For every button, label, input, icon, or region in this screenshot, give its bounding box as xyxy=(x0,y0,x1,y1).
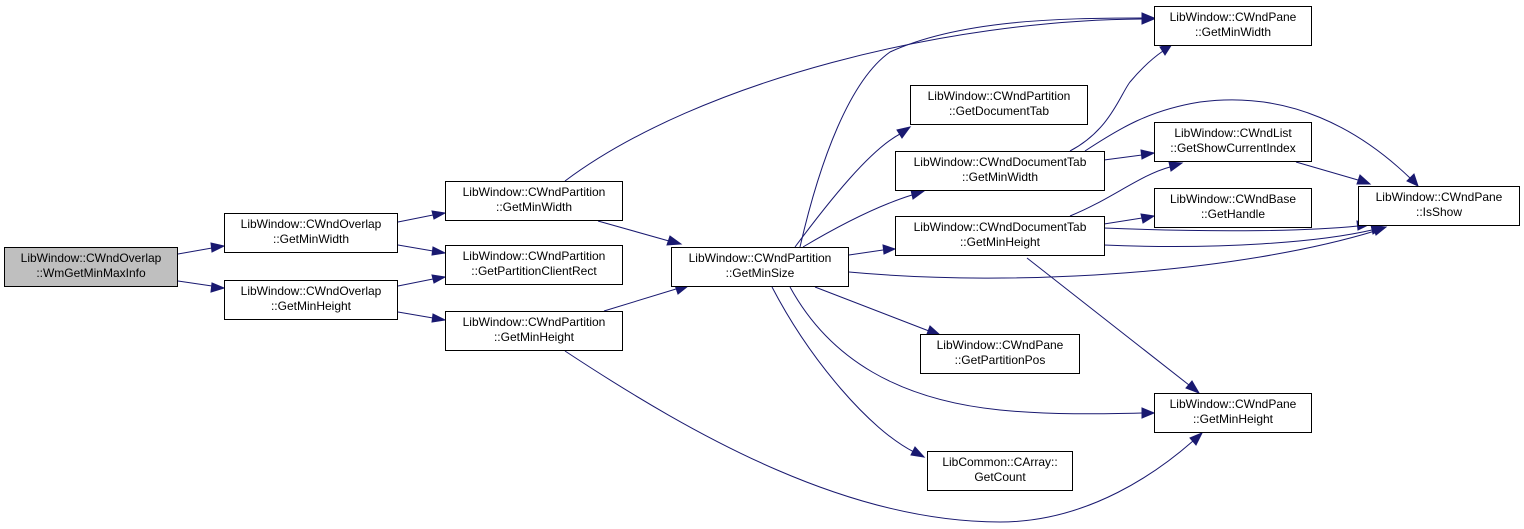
edge-getminsize-to-getdocumenttab xyxy=(794,126,912,248)
node-cwndpane-getminwidth[interactable]: LibWindow::CWndPane ::GetMinWidth xyxy=(1154,6,1312,46)
node-label-line2: ::WmGetMinMaxInfo xyxy=(36,266,146,280)
node-label-line2: ::GetMinHeight xyxy=(960,235,1041,249)
node-label-line2: ::GetMinHeight xyxy=(494,330,575,344)
node-label-line1: LibWindow::CWndPane xyxy=(1376,190,1503,204)
node-label-line1: LibWindow::CWndOverlap xyxy=(241,217,382,231)
node-cwndbase-gethandle[interactable]: LibWindow::CWndBase ::GetHandle xyxy=(1154,188,1312,228)
edge-partition-getminheight-to-pane-getminheight xyxy=(564,350,1204,523)
edge-getminsize-to-carray-getcount xyxy=(771,286,926,458)
node-label-line1: LibWindow::CWndDocumentTab xyxy=(914,220,1087,234)
node-label-line1: LibWindow::CWndPartition xyxy=(463,315,606,329)
node-label-line2: ::GetDocumentTab xyxy=(949,104,1049,118)
edge-getminsize-to-pane-getminheight xyxy=(789,286,1156,419)
edge-documenttab-getminheight-to-pane-getminheight xyxy=(1026,257,1201,394)
node-cwnddocumenttab-getminwidth[interactable]: LibWindow::CWndDocumentTab ::GetMinWidth xyxy=(895,151,1105,191)
edge-documenttab-getminheight-to-isshow-2 xyxy=(1103,224,1386,247)
node-label-line1: LibWindow::CWndPartition xyxy=(928,89,1071,103)
node-label-line1: LibWindow::CWndBase xyxy=(1170,192,1296,206)
node-label-line2: ::GetMinHeight xyxy=(1193,412,1274,426)
edge-overlap-getminheight-to-partition-getminheight xyxy=(397,311,447,323)
node-label-line1: LibWindow::CWndDocumentTab xyxy=(914,155,1087,169)
node-label-line1: LibCommon::CArray:: xyxy=(942,455,1057,469)
node-label-line2: ::GetShowCurrentIndex xyxy=(1170,141,1295,155)
node-cwndoverlap-wmgetminmaxinfo[interactable]: LibWindow::CWndOverlap ::WmGetMinMaxInfo xyxy=(4,247,178,287)
node-label-line1: LibWindow::CWndPartition xyxy=(689,251,832,265)
node-cwndoverlap-getminwidth[interactable]: LibWindow::CWndOverlap ::GetMinWidth xyxy=(224,213,398,253)
edge-overlap-getminheight-to-getpartitionclientrect xyxy=(397,274,447,287)
node-label-line1: LibWindow::CWndList xyxy=(1174,126,1292,140)
node-label-line2: ::GetMinWidth xyxy=(962,170,1038,184)
node-label-line2: ::GetPartitionClientRect xyxy=(471,264,597,278)
node-cwndpane-getminheight[interactable]: LibWindow::CWndPane ::GetMinHeight xyxy=(1154,393,1312,433)
edge-documenttab-getminwidth-to-isshow xyxy=(1084,99,1419,187)
edge-partition-getminwidth-to-getminsize xyxy=(597,220,683,246)
edge-getminsize-to-documenttab-getminwidth xyxy=(802,189,926,248)
node-label-line1: LibWindow::CWndPartition xyxy=(463,249,606,263)
edge-getminsize-to-getpartitionpos xyxy=(814,286,942,336)
edge-root-to-overlap-getminheight xyxy=(177,280,226,293)
node-label-line2: GetCount xyxy=(974,470,1026,484)
node-label-line1: LibWindow::CWndPane xyxy=(1170,397,1297,411)
node-cwndpartition-getminsize[interactable]: LibWindow::CWndPartition ::GetMinSize xyxy=(671,247,849,287)
node-cwndpane-isshow[interactable]: LibWindow::CWndPane ::IsShow xyxy=(1358,186,1520,226)
node-label-line2: ::GetMinHeight xyxy=(271,299,352,313)
edge-documenttab-getminheight-to-gethandle xyxy=(1103,213,1156,225)
node-label-line2: ::GetMinWidth xyxy=(496,200,572,214)
node-label-line1: LibWindow::CWndOverlap xyxy=(21,251,162,265)
edge-overlap-getminwidth-to-partition-getminwidth xyxy=(397,210,447,223)
node-cwndpartition-getminwidth[interactable]: LibWindow::CWndPartition ::GetMinWidth xyxy=(445,181,623,221)
node-cwndpartition-getdocumenttab[interactable]: LibWindow::CWndPartition ::GetDocumentTa… xyxy=(910,85,1088,125)
edge-getminsize-to-pane-getminwidth xyxy=(799,12,1156,248)
node-cwndpane-getpartitionpos[interactable]: LibWindow::CWndPane ::GetPartitionPos xyxy=(920,334,1080,374)
node-carray-getcount[interactable]: LibCommon::CArray:: GetCount xyxy=(927,451,1073,491)
node-label-line2: ::GetMinWidth xyxy=(1195,25,1271,39)
node-label-line2: ::GetMinWidth xyxy=(273,232,349,246)
node-label-line2: ::GetPartitionPos xyxy=(955,353,1046,367)
edge-partition-getminheight-to-getminsize xyxy=(603,284,690,312)
node-cwndoverlap-getminheight[interactable]: LibWindow::CWndOverlap ::GetMinHeight xyxy=(224,280,398,320)
node-label-line1: LibWindow::CWndOverlap xyxy=(241,284,382,298)
edge-documenttab-getminheight-to-getshowcurrentindex xyxy=(1069,161,1184,217)
edge-getminsize-to-documenttab-getminheight xyxy=(848,244,897,256)
node-cwndpartition-getminheight[interactable]: LibWindow::CWndPartition ::GetMinHeight xyxy=(445,311,623,351)
node-label-line2: ::GetMinSize xyxy=(726,266,795,280)
node-label-line2: ::GetHandle xyxy=(1201,207,1265,221)
node-layer: LibWindow::CWndOverlap ::WmGetMinMaxInfo… xyxy=(4,6,1520,491)
node-cwndlist-getshowcurrentindex[interactable]: LibWindow::CWndList ::GetShowCurrentInde… xyxy=(1154,122,1312,162)
edge-overlap-getminwidth-to-getpartitionclientrect xyxy=(397,244,447,256)
node-label-line1: LibWindow::CWndPartition xyxy=(463,185,606,199)
node-cwndpartition-getpartitionclientrect[interactable]: LibWindow::CWndPartition ::GetPartitionC… xyxy=(445,245,623,285)
node-label-line1: LibWindow::CWndPane xyxy=(937,338,1064,352)
edge-root-to-overlap-getminwidth xyxy=(177,242,226,255)
edge-getshowcurrentindex-to-isshow xyxy=(1295,161,1372,185)
node-label-line2: ::IsShow xyxy=(1416,205,1462,219)
node-label-line1: LibWindow::CWndPane xyxy=(1170,10,1297,24)
edge-documenttab-getminwidth-to-getshowcurrentindex xyxy=(1103,149,1156,161)
node-cwnddocumenttab-getminheight[interactable]: LibWindow::CWndDocumentTab ::GetMinHeigh… xyxy=(895,216,1105,256)
